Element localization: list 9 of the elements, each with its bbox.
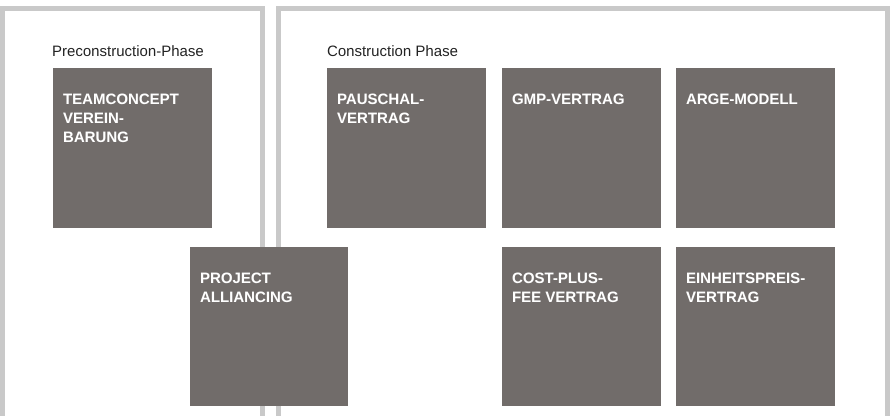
contract-model-box: TEAMCONCEPT VEREIN- BARUNG — [53, 68, 212, 228]
contract-model-box: PROJECT ALLIANCING — [190, 247, 348, 406]
contract-model-box: COST-PLUS- FEE VERTRAG — [502, 247, 661, 406]
contract-model-box: GMP-VERTRAG — [502, 68, 661, 228]
phase-heading: Construction Phase — [327, 43, 458, 60]
contract-model-box: PAUSCHAL- VERTRAG — [327, 68, 486, 228]
contract-model-box: EINHEITSPREIS- VERTRAG — [676, 247, 835, 406]
phase-heading: Preconstruction-Phase — [52, 43, 204, 60]
contract-model-box: ARGE-MODELL — [676, 68, 835, 228]
